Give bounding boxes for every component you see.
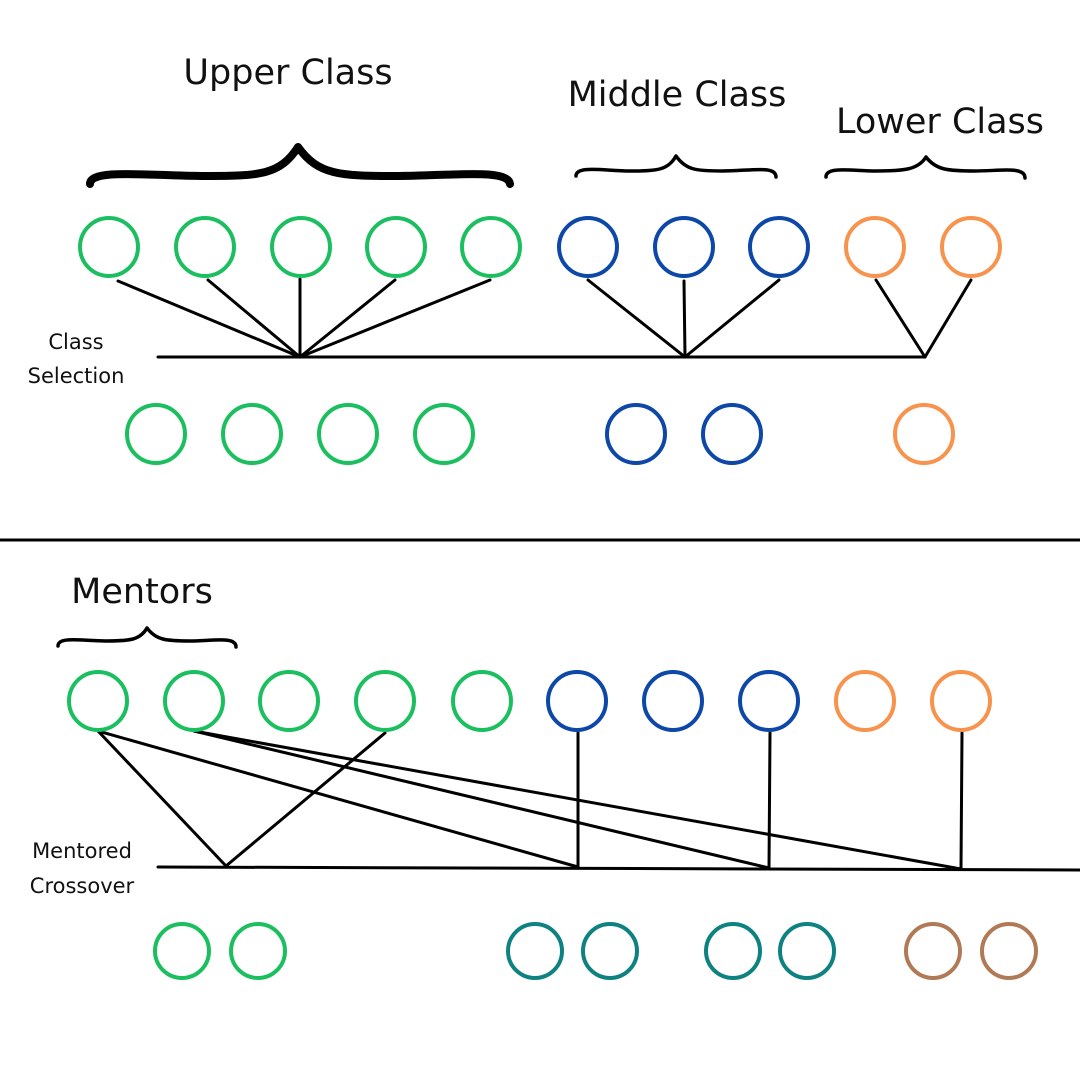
upper-individual-node	[317, 403, 379, 465]
lower-class-brace	[824, 155, 1027, 180]
mentors-brace	[56, 626, 238, 649]
selection-line	[682, 279, 687, 359]
selection-line	[874, 278, 927, 359]
lower-individual-node	[930, 670, 992, 732]
teal-individual-node	[704, 922, 762, 980]
selection-line	[116, 279, 302, 359]
lower-class-label: Lower Class	[836, 102, 1044, 142]
selection-line	[298, 278, 492, 359]
middle-class-label: Middle Class	[568, 75, 787, 115]
upper-individual-node	[125, 403, 187, 465]
teal-individual-node	[581, 922, 639, 980]
upper-individual-node	[229, 922, 287, 980]
middle-individual-node	[557, 216, 619, 278]
crossover-line	[192, 729, 963, 871]
class-selection-section: Upper Class Middle Class Lower Class Cla…	[28, 53, 1044, 465]
teal-individual-node	[506, 922, 564, 980]
lower-individual-node	[834, 670, 896, 732]
middle-individual-node	[642, 670, 704, 732]
mentors-label: Mentors	[71, 572, 213, 612]
class-selection-label-line1: Class	[48, 330, 103, 354]
lower-individual-node	[844, 216, 906, 278]
population-row	[78, 216, 1002, 278]
mentored-crossover-label-line2: Crossover	[30, 874, 135, 898]
upper-individual-node	[460, 216, 522, 278]
crossover-line	[224, 731, 387, 868]
crossover-line	[96, 729, 580, 869]
lower-individual-node	[940, 216, 1002, 278]
upper-individual-node	[163, 670, 225, 732]
upper-individual-node	[78, 216, 140, 278]
middle-individual-node	[653, 216, 715, 278]
upper-individual-node	[451, 670, 513, 732]
middle-individual-node	[738, 670, 800, 732]
middle-individual-node	[546, 670, 608, 732]
crossover-baseline	[156, 865, 1080, 872]
selection-line	[298, 278, 397, 359]
upper-individual-node	[258, 670, 320, 732]
middle-individual-node	[701, 403, 763, 465]
upper-individual-node	[354, 670, 416, 732]
upper-individual-node	[365, 216, 427, 278]
brown-individual-node	[980, 922, 1038, 980]
selection-line	[586, 278, 687, 359]
upper-individual-node	[67, 670, 129, 732]
upper-class-brace	[86, 143, 514, 188]
upper-individual-node	[174, 216, 236, 278]
middle-class-brace	[574, 154, 778, 179]
lower-individual-node	[893, 403, 955, 465]
crossover-line	[959, 731, 964, 871]
middle-individual-node	[605, 403, 667, 465]
selection-line	[206, 278, 302, 359]
crossover-line	[767, 731, 772, 870]
upper-individual-node	[270, 216, 332, 278]
teal-individual-node	[778, 922, 836, 980]
upper-individual-node	[413, 403, 475, 465]
mentored-crossover-section: Mentors Mentored Crossover	[30, 572, 1080, 980]
offspring-row	[153, 922, 1038, 980]
upper-individual-node	[153, 922, 211, 980]
upper-individual-node	[221, 403, 283, 465]
selected-row	[125, 403, 955, 465]
upper-class-label: Upper Class	[183, 53, 392, 93]
selection-line	[923, 278, 973, 359]
class-selection-label-line2: Selection	[28, 364, 125, 388]
crossover-line	[96, 729, 228, 868]
crossover-line	[192, 729, 771, 870]
mentor-population-row	[67, 670, 992, 732]
mentored-crossover-label-line1: Mentored	[32, 839, 132, 863]
middle-individual-node	[748, 216, 810, 278]
brown-individual-node	[904, 922, 962, 980]
selection-line	[683, 278, 781, 359]
